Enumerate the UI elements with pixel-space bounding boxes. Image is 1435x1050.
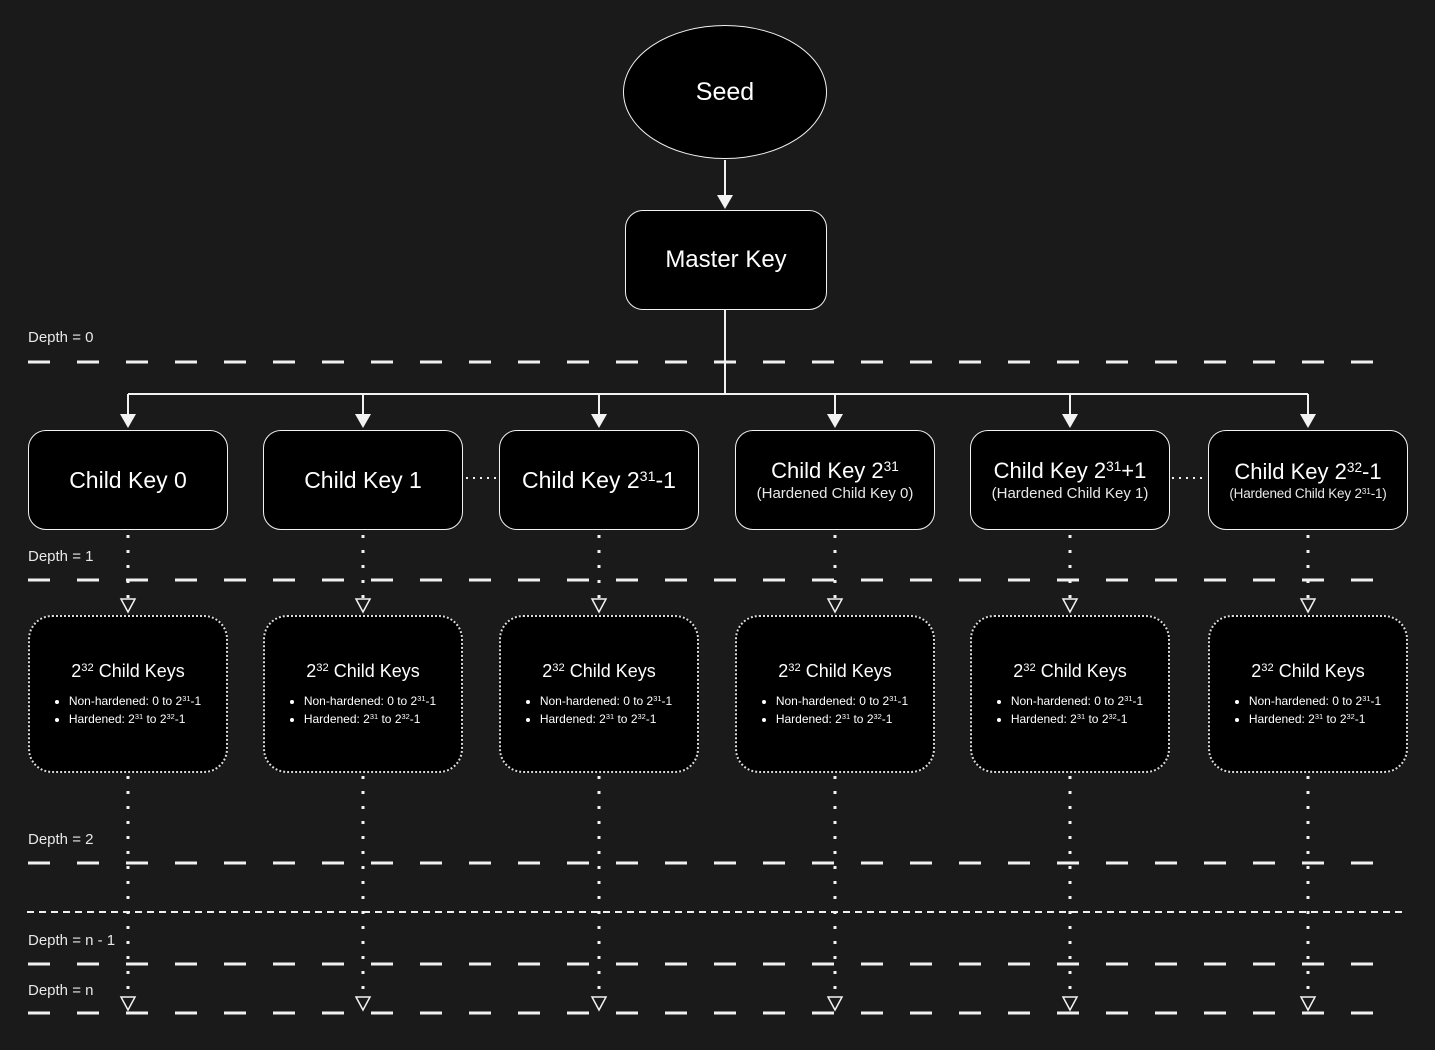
non-hardened-range-item: Non-hardened: 0 to 231-1 — [540, 692, 672, 710]
filled-arrowheads — [120, 414, 1316, 428]
node-title: 232 Child Keys — [1251, 660, 1365, 681]
master-key-label: Master Key — [665, 246, 787, 273]
grandchild-keys-node-3: 232 Child Keys Non-hardened: 0 to 231-1 … — [499, 615, 699, 773]
child-to-grandchild-dotted-lines — [126, 535, 1310, 598]
key-range-list: Non-hardened: 0 to 231-1 Hardened: 231 t… — [526, 692, 672, 728]
key-range-list: Non-hardened: 0 to 231-1 Hardened: 231 t… — [55, 692, 201, 728]
key-range-list: Non-hardened: 0 to 231-1 Hardened: 231 t… — [290, 692, 436, 728]
node-title: 232 Child Keys — [71, 660, 185, 681]
node-title: Child Key 231-1 — [522, 466, 676, 493]
child-key-2pow32-minus-1-node: Child Key 232-1 (Hardened Child Key 231-… — [1208, 430, 1408, 530]
child-key-0-node: Child Key 0 — [28, 430, 228, 530]
node-title: Child Key 232-1 — [1234, 458, 1382, 484]
grandchild-keys-node-6: 232 Child Keys Non-hardened: 0 to 231-1 … — [1208, 615, 1408, 773]
node-title: Child Key 231+1 — [993, 457, 1147, 483]
node-subtitle: (Hardened Child Key 1) — [991, 485, 1149, 503]
seed-node: Seed — [623, 25, 827, 159]
open-arrowheads-row2 — [119, 598, 1317, 614]
non-hardened-range-item: Non-hardened: 0 to 231-1 — [304, 692, 436, 710]
depth-1-label: Depth = 1 — [28, 548, 94, 565]
node-title: 232 Child Keys — [778, 660, 892, 681]
grandchild-keys-node-5: 232 Child Keys Non-hardened: 0 to 231-1 … — [970, 615, 1170, 773]
node-subtitle: (Hardened Child Key 231-1) — [1229, 485, 1387, 502]
master-key-node: Master Key — [625, 210, 827, 310]
seed-label: Seed — [695, 77, 755, 106]
key-range-list: Non-hardened: 0 to 231-1 Hardened: 231 t… — [1235, 692, 1381, 728]
node-title: Child Key 1 — [304, 466, 422, 493]
seed-to-master-arrow — [717, 160, 733, 209]
non-hardened-range-item: Non-hardened: 0 to 231-1 — [1249, 692, 1381, 710]
depth-2-label: Depth = 2 — [28, 831, 94, 848]
child-key-1-node: Child Key 1 — [263, 430, 463, 530]
grandchild-to-depth-n-dotted-lines — [126, 776, 1310, 995]
node-subtitle: (Hardened Child Key 0) — [756, 485, 914, 503]
open-arrowheads-bottom — [119, 996, 1317, 1012]
node-title: Child Key 0 — [69, 466, 187, 493]
child-key-2pow31-plus-1-node: Child Key 231+1 (Hardened Child Key 1) — [970, 430, 1170, 530]
hardened-range-item: Hardened: 231 to 232-1 — [304, 710, 436, 728]
node-title: 232 Child Keys — [542, 660, 656, 681]
master-to-children-connector — [120, 310, 1316, 428]
depth-n-label: Depth = n — [28, 982, 94, 999]
node-title: Child Key 231 — [771, 457, 899, 483]
hardened-range-item: Hardened: 231 to 232-1 — [776, 710, 908, 728]
hardened-range-item: Hardened: 231 to 232-1 — [540, 710, 672, 728]
hardened-range-item: Hardened: 231 to 232-1 — [1249, 710, 1381, 728]
grandchild-keys-node-1: 232 Child Keys Non-hardened: 0 to 231-1 … — [28, 615, 228, 773]
depth-n-minus-1-label: Depth = n - 1 — [28, 932, 116, 949]
child-key-2pow31-node: Child Key 231 (Hardened Child Key 0) — [735, 430, 935, 530]
key-range-list: Non-hardened: 0 to 231-1 Hardened: 231 t… — [997, 692, 1143, 728]
hardened-range-item: Hardened: 231 to 232-1 — [69, 710, 201, 728]
depth-0-label: Depth = 0 — [28, 329, 94, 346]
non-hardened-range-item: Non-hardened: 0 to 231-1 — [776, 692, 908, 710]
grandchild-keys-node-2: 232 Child Keys Non-hardened: 0 to 231-1 … — [263, 615, 463, 773]
grandchild-keys-node-4: 232 Child Keys Non-hardened: 0 to 231-1 … — [735, 615, 935, 773]
non-hardened-range-item: Non-hardened: 0 to 231-1 — [69, 692, 201, 710]
hardened-range-item: Hardened: 231 to 232-1 — [1011, 710, 1143, 728]
child-key-2pow31-minus-1-node: Child Key 231-1 — [499, 430, 699, 530]
node-title: 232 Child Keys — [1013, 660, 1127, 681]
node-title: 232 Child Keys — [306, 660, 420, 681]
key-range-list: Non-hardened: 0 to 231-1 Hardened: 231 t… — [762, 692, 908, 728]
non-hardened-range-item: Non-hardened: 0 to 231-1 — [1011, 692, 1143, 710]
